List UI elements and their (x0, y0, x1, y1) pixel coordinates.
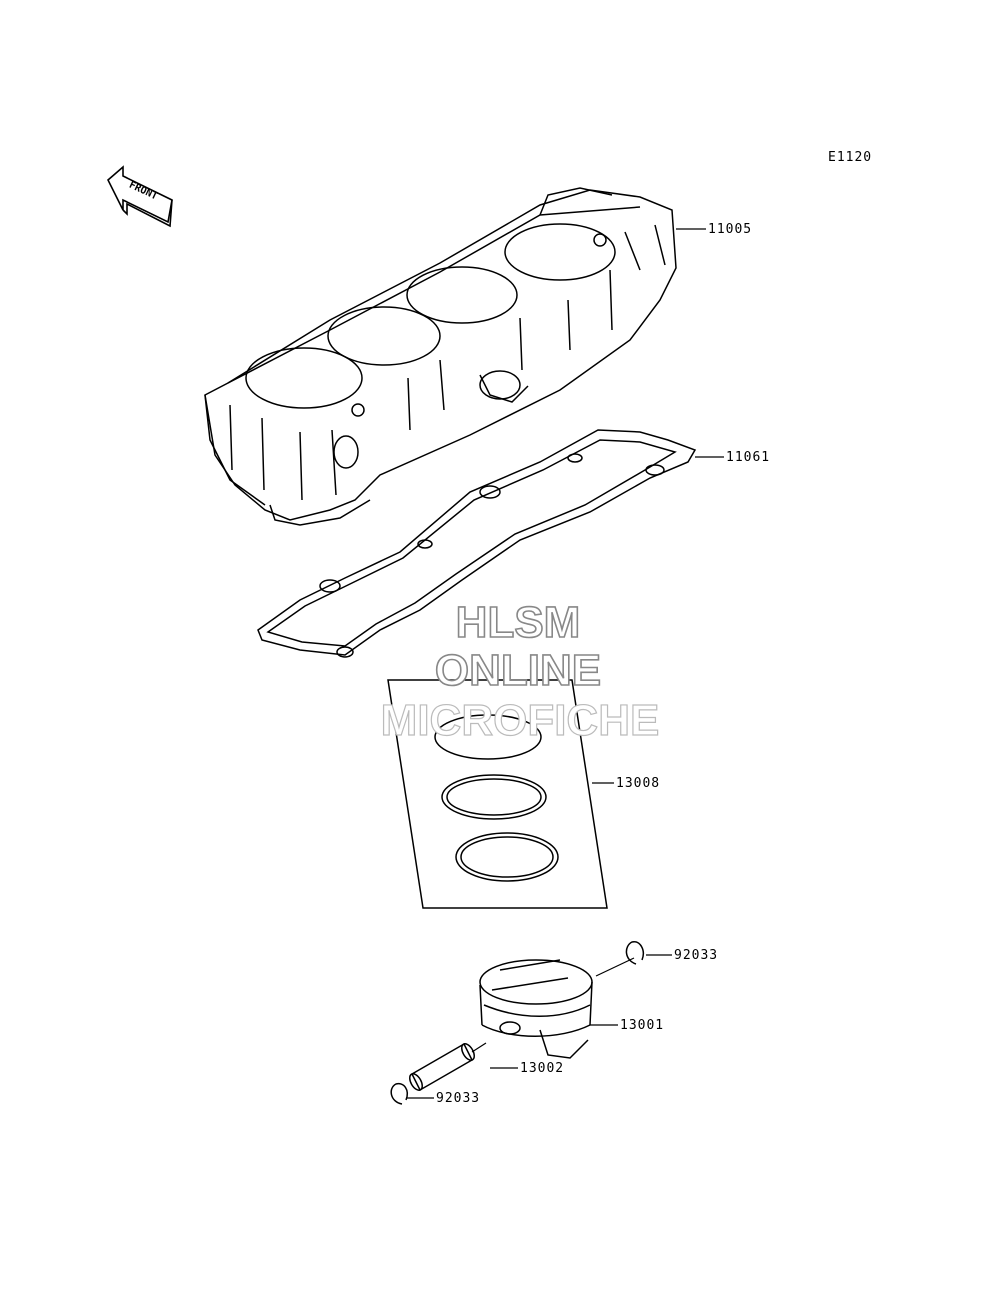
cylinder-gasket[interactable] (257, 429, 697, 658)
piston-pin[interactable] (407, 1042, 477, 1093)
part-number-11005[interactable]: 11005 (708, 222, 753, 237)
watermark-line-2: ONLINE (434, 645, 602, 696)
snap-ring-right[interactable] (625, 941, 644, 965)
snap-ring-left[interactable] (390, 1082, 408, 1105)
part-number-11061[interactable]: 11061 (726, 450, 771, 465)
part-number-13001[interactable]: 13001 (620, 1018, 665, 1033)
part-number-92033-left[interactable]: 92033 (436, 1091, 481, 1106)
leader-lines (406, 228, 724, 1099)
watermark-line-1: HLSM (455, 597, 581, 648)
part-number-13002[interactable]: 13002 (520, 1061, 565, 1076)
front-arrow-icon: FRONT (107, 165, 173, 228)
part-number-92033-right[interactable]: 92033 (674, 948, 719, 963)
piston-ring-set[interactable] (387, 679, 608, 909)
diagram-code: E1120 (828, 150, 873, 165)
part-number-13008[interactable]: 13008 (616, 776, 661, 791)
piston[interactable] (479, 959, 593, 1059)
cylinder-block[interactable] (204, 187, 677, 526)
watermark-line-3: MICROFICHE (380, 695, 660, 745)
